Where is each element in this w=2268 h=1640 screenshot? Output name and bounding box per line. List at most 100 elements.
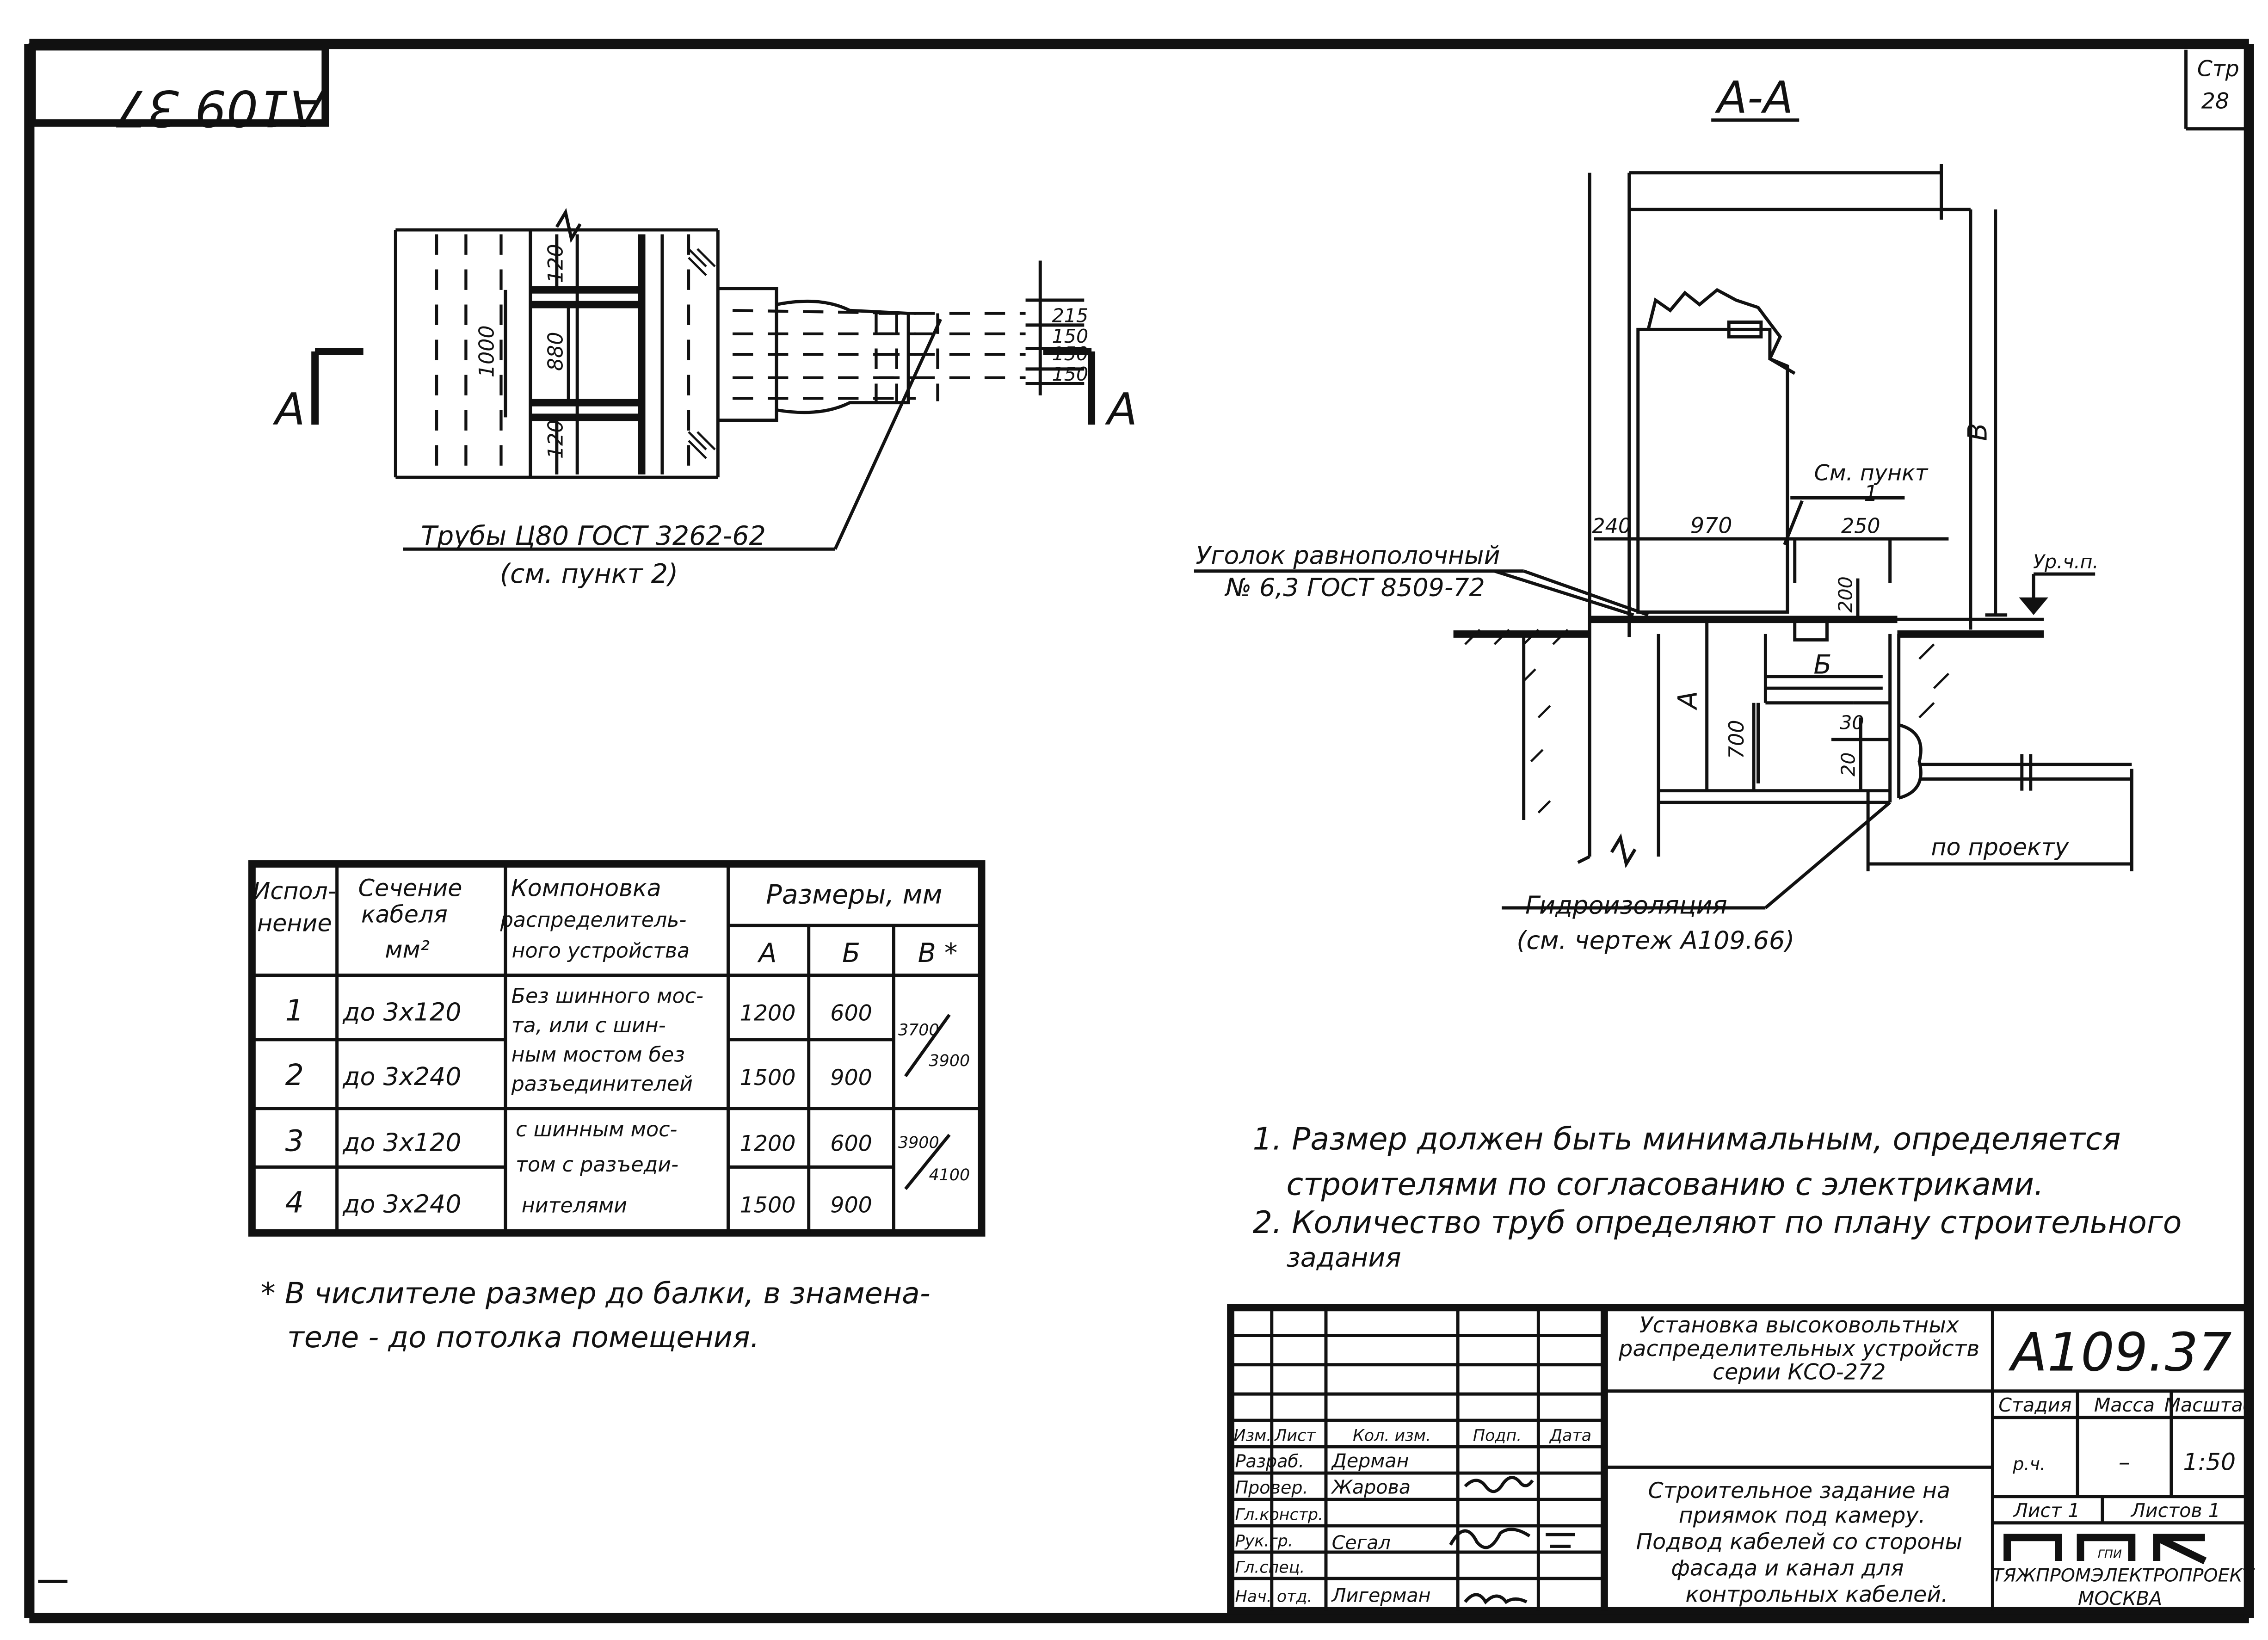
pipes-label: Трубы Ц80 ГОСТ 3262-62 — [421, 521, 766, 551]
layout-1-line1: Без шинного мос- — [512, 985, 703, 1008]
cut-mark-left: А — [272, 384, 305, 435]
row2-b: 900 — [830, 1065, 872, 1091]
waterproof-ref: (см. чертеж А109.66) — [1516, 926, 1794, 955]
th-a: А — [757, 938, 777, 968]
tb-role-rukgr: Рук.гр. — [1235, 1532, 1293, 1550]
note2-line2: задания — [1286, 1243, 1401, 1273]
waterproof-label: Гидроизоляция — [1525, 891, 1727, 920]
row2-a: 1500 — [740, 1065, 796, 1091]
pipes-ref: (см. пункт 2) — [500, 559, 678, 589]
plan-dim-150-b: 150 — [1052, 343, 1089, 365]
th-section-1: Сечение — [358, 875, 462, 902]
row1-num: 1 — [285, 993, 304, 1028]
cut-mark-right: А — [1104, 384, 1137, 435]
th-section-3: мм² — [385, 936, 430, 963]
tb-role-razrab: Разраб. — [1235, 1451, 1304, 1471]
layout-2-line2: том с разъеди- — [516, 1153, 678, 1177]
title-block — [1227, 1304, 2253, 1615]
tb-role-glspec: Гл.спец. — [1235, 1558, 1305, 1577]
row3-num: 3 — [285, 1124, 304, 1158]
plan-dim-215: 215 — [1052, 305, 1089, 327]
section-view — [1194, 164, 2133, 910]
row3-b: 600 — [830, 1131, 872, 1157]
row4-num: 4 — [285, 1185, 304, 1220]
angle-gost: № 6,3 ГОСТ 8509-72 — [1224, 573, 1485, 602]
tb-col-list: Лист — [1274, 1426, 1316, 1445]
page-number: 28 — [2201, 88, 2229, 114]
tb-role-glkonstr: Гл.констр. — [1235, 1505, 1324, 1524]
layout-1-line2: та, или с шин- — [512, 1014, 666, 1037]
row1-b: 600 — [830, 1001, 872, 1026]
dim-20: 20 — [1837, 752, 1860, 777]
tb-org: ТЯЖПРОМЭЛЕКТРОПРОЕКТ — [1992, 1565, 2255, 1586]
th-layout-3: ного устройства — [512, 939, 690, 963]
tb-desc-2: приямок под камеру. — [1679, 1503, 1926, 1529]
layout-2-line1: с шинным мос- — [516, 1118, 677, 1141]
th-b: Б — [842, 938, 860, 968]
row3-section: до 3х120 — [342, 1128, 461, 1157]
row3-a: 1200 — [740, 1131, 796, 1157]
tb-desc-4: фасада и канал для — [1671, 1556, 1904, 1581]
tb-desc-5: контрольных кабелей. — [1685, 1582, 1948, 1608]
plan-dim-150-a: 150 — [1052, 325, 1089, 347]
row4-section: до 3х240 — [342, 1190, 461, 1219]
tb-scale-value: 1:50 — [2183, 1449, 2236, 1476]
tb-mass-value: – — [2119, 1449, 2130, 1476]
v1-denominator: 3900 — [929, 1052, 970, 1070]
th-dims: Размеры, мм — [766, 879, 942, 910]
plan-dim-880: 880 — [544, 332, 567, 371]
tb-name-prover: Жарова — [1331, 1476, 1411, 1498]
v2-numerator: 3900 — [898, 1134, 939, 1152]
tb-col-izm: Изм. — [1233, 1426, 1271, 1445]
v2-denominator: 4100 — [929, 1166, 970, 1184]
th-section-2: кабеля — [361, 901, 448, 928]
plan-dim-150-c: 150 — [1052, 363, 1089, 385]
plan-dim-120-bottom: 120 — [544, 420, 567, 459]
sizes-table — [248, 860, 986, 1237]
dim-970: 970 — [1690, 513, 1732, 538]
dim-700: 700 — [1725, 720, 1749, 759]
row2-section: до 3х240 — [342, 1062, 461, 1091]
note2-line1: 2. Количество труб определяют по плану с… — [1253, 1204, 2182, 1240]
row2-num: 2 — [285, 1058, 304, 1092]
tb-role-prover: Провер. — [1235, 1477, 1308, 1498]
tb-sheet: Лист 1 — [2013, 1499, 2080, 1522]
tb-name-razrab: Дерман — [1331, 1449, 1409, 1472]
dim-a: А — [1672, 691, 1703, 711]
dim-250: 250 — [1841, 514, 1880, 538]
dim-240: 240 — [1592, 514, 1631, 538]
plan-view — [311, 208, 1096, 551]
layout-2-line3: нителями — [522, 1194, 627, 1218]
tb-desc-3: Подвод кабелей со стороны — [1636, 1529, 1962, 1555]
tb-title-3: серии КСО-272 — [1713, 1359, 1886, 1385]
note1-line2: строителями по согласованию с электрикам… — [1286, 1166, 2044, 1202]
dim-v: В — [1963, 423, 1993, 441]
tb-name-nachotd: Лигерман — [1331, 1585, 1431, 1607]
by-project: по проекту — [1931, 833, 2069, 861]
th-v: В * — [918, 938, 958, 968]
tb-mass: Масса — [2094, 1394, 2155, 1416]
tb-code: А109.37 — [2008, 1321, 2232, 1383]
top-stamp: A109 37 — [116, 79, 327, 136]
layout-1-line4: разъединителей — [511, 1073, 693, 1096]
tb-col-date: Дата — [1549, 1426, 1591, 1445]
tb-org-logo: ГПИ — [2098, 1547, 2122, 1561]
signature-segal — [1449, 1528, 1575, 1549]
tb-name-rukgr: Сегал — [1332, 1532, 1391, 1554]
dim-30: 30 — [1840, 712, 1864, 734]
v1-numerator: 3700 — [898, 1021, 939, 1039]
row4-b: 900 — [830, 1193, 872, 1218]
layout-1-line3: ным мостом без — [512, 1043, 685, 1067]
signature-ligerman — [1464, 1593, 1528, 1605]
dim-200: 200 — [1834, 576, 1856, 613]
row1-section: до 3х120 — [342, 998, 461, 1027]
plan-dim-1000: 1000 — [475, 325, 499, 377]
tb-stage-value: р.ч. — [2012, 1454, 2046, 1474]
row4-a: 1500 — [740, 1193, 796, 1218]
th-layout-1: Компоновка — [511, 875, 661, 902]
tb-title-2: распределительных устройств — [1618, 1336, 1979, 1362]
th-layout-2: распределитель- — [500, 908, 687, 932]
tb-desc-1: Строительное задание на — [1648, 1478, 1950, 1504]
tb-col-kol: Кол. изм. — [1353, 1426, 1431, 1445]
